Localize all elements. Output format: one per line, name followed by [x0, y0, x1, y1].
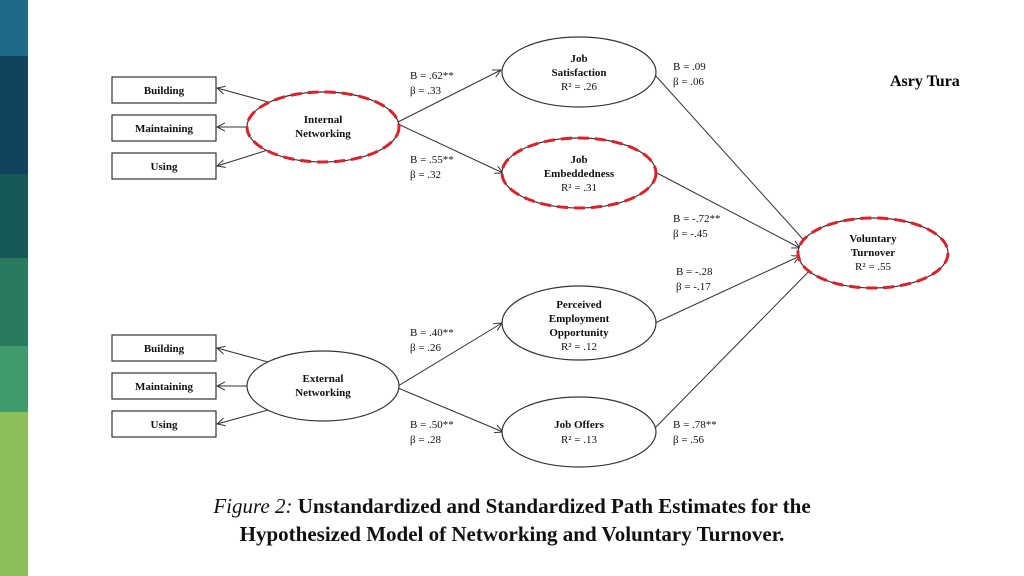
coef-peo-vt-beta: β = -.17 [676, 281, 711, 293]
coef-int-sat-beta: β = .33 [410, 85, 442, 97]
edge-peo-vt [654, 256, 800, 324]
peo-line2: Employment [549, 313, 610, 325]
peo-line3: Opportunity [549, 327, 609, 339]
jobsat-r2: R² = .26 [561, 81, 598, 93]
coef-sat-vt-b: B = .09 [673, 61, 706, 73]
caption-title-2: Hypothesized Model of Networking and Vol… [239, 522, 785, 546]
caption-line-1: Figure 2: Unstandardized and Standardize… [0, 492, 1024, 520]
ellipse-job-satisfaction [501, 36, 657, 108]
node-job-satisfaction: Job Satisfaction R² = .26 [501, 36, 657, 108]
joboff-r2: R² = .13 [561, 434, 598, 446]
node-voluntary-turnover: Voluntary Turnover R² = .55 [796, 216, 950, 290]
jobemb-line2: Embeddedness [544, 168, 615, 180]
path-coefficients: B = .62** β = .33 B = .55** β = .32 B = … [410, 61, 720, 446]
box-int-maintaining [111, 114, 217, 142]
coef-peo-vt-b: B = -.28 [676, 266, 713, 278]
coef-off-vt-beta: β = .56 [673, 434, 705, 446]
side-strip-2 [0, 56, 28, 174]
box-int-building-label: Building [144, 85, 185, 97]
box-ext-building-label: Building [144, 343, 185, 355]
side-strip-6 [0, 412, 28, 576]
peo-line1: Perceived [556, 299, 602, 311]
dash-job-embeddedness [500, 136, 658, 210]
side-strip-3 [0, 174, 28, 258]
node-external-networking: External Networking [246, 350, 400, 422]
coef-ext-peo-beta: β = .26 [410, 342, 442, 354]
node-internal-networking: Internal Networking [245, 90, 401, 164]
edge-internal-using [217, 149, 269, 166]
edge-internal-building [217, 88, 269, 103]
edge-internal-jobemb [397, 123, 503, 173]
edge-external-building [217, 348, 269, 363]
dash-voluntary-turnover [796, 216, 950, 290]
coef-sat-vt-beta: β = .06 [673, 76, 705, 88]
caption-title-1: Unstandardized and Standardized Path Est… [297, 494, 811, 518]
box-ext-using-label: Using [151, 419, 178, 431]
internal-line2: Networking [295, 128, 351, 140]
box-ext-using [111, 410, 217, 438]
box-ext-maintaining-label: Maintaining [135, 381, 194, 393]
jobsat-line1: Job [570, 53, 587, 65]
edge-external-using [217, 409, 269, 424]
node-job-offers: Job Offers R² = .13 [501, 396, 657, 468]
vt-r2: R² = .55 [855, 261, 892, 273]
coef-ext-off-b: B = .50** [410, 419, 454, 431]
vt-line2: Turnover [851, 247, 895, 259]
box-int-building [111, 76, 217, 104]
edge-external-joboff [397, 387, 503, 432]
external-indicators: Building Maintaining Using [111, 334, 217, 438]
internal-indicators: Building Maintaining Using [111, 76, 217, 180]
box-ext-maintaining [111, 372, 217, 400]
ellipse-job-offers [501, 396, 657, 468]
box-ext-building [111, 334, 217, 362]
coef-ext-off-beta: β = .28 [410, 434, 442, 446]
node-job-embeddedness: Job Embeddedness R² = .31 [500, 136, 658, 210]
ellipse-peo [501, 285, 657, 361]
jobsat-line2: Satisfaction [552, 67, 607, 79]
node-perceived-employment-opportunity: Perceived Employment Opportunity R² = .1… [501, 285, 657, 361]
coef-int-emb-b: B = .55** [410, 154, 454, 166]
external-line1: External [303, 373, 344, 385]
joboff-line1: Job Offers [554, 419, 605, 431]
dash-internal [245, 90, 401, 164]
author-name: Asry Tura [890, 73, 960, 90]
coef-int-emb-beta: β = .32 [410, 169, 441, 181]
edge-external-peo [397, 323, 502, 387]
caption-figure-label: Figure 2: [213, 494, 293, 518]
edge-joboff-vt [654, 262, 818, 429]
jobemb-line1: Job [570, 154, 587, 166]
ellipse-external [246, 350, 400, 422]
side-strip-1 [0, 0, 28, 56]
box-int-maintaining-label: Maintaining [135, 123, 194, 135]
coef-ext-peo-b: B = .40** [410, 327, 454, 339]
edge-jobsat-vt [654, 74, 810, 247]
jobemb-r2: R² = .31 [561, 182, 597, 194]
side-strip-5 [0, 346, 28, 412]
peo-r2: R² = .12 [561, 341, 597, 353]
internal-line1: Internal [304, 114, 343, 126]
box-int-using-label: Using [151, 161, 178, 173]
external-line2: Networking [295, 387, 351, 399]
coef-emb-vt-b: B = -.72** [673, 213, 720, 225]
figure-caption: Figure 2: Unstandardized and Standardize… [0, 492, 1024, 548]
coef-off-vt-b: B = .78** [673, 419, 717, 431]
edge-jobemb-vt [654, 171, 800, 248]
coef-int-sat-b: B = .62** [410, 70, 454, 82]
edge-internal-jobsat [397, 70, 501, 123]
box-int-using [111, 152, 217, 180]
coef-emb-vt-beta: β = -.45 [673, 228, 708, 240]
path-model-diagram: Building Maintaining Using Building Main… [111, 36, 950, 468]
vt-line1: Voluntary [849, 233, 897, 245]
connectors [217, 70, 818, 432]
side-strip-4 [0, 258, 28, 346]
